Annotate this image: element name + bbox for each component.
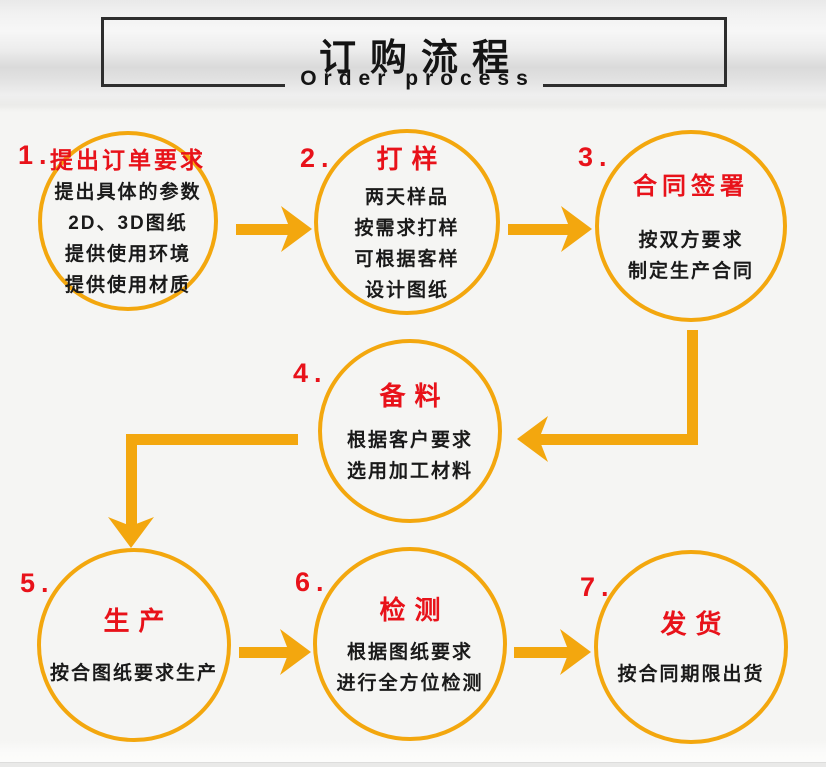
step-number-4: 4.: [293, 358, 328, 388]
step-detail-line: 提供使用材质: [64, 275, 191, 296]
arrow-step5-to-step6-icon: [239, 629, 311, 675]
step-detail-line: 按需求打样: [354, 217, 460, 239]
step-detail-line: 选用加工材料: [346, 460, 473, 482]
step-number-3: 3.: [578, 142, 613, 172]
arrow-step4-to-step5-elbow-icon: [108, 434, 298, 548]
page-subtitle: Order process: [300, 67, 535, 90]
step-title-3: 合同签署: [633, 172, 749, 200]
step-number-6: 6.: [295, 567, 330, 597]
arrow-step6-to-step7-icon: [514, 629, 591, 675]
step-detail-line: 根据客户要求: [346, 429, 473, 451]
step-circle-3: 合同签署 按双方要求 制定生产合同: [595, 130, 787, 322]
step-circle-5: 生产 按合图纸要求生产: [37, 548, 231, 742]
page-title: 订购流程: [319, 37, 523, 78]
title-box: 订购流程 Order process: [101, 17, 727, 90]
step-detail-line: 提出具体的参数: [54, 182, 202, 203]
step-number-1: 1.: [18, 140, 53, 170]
arrow-step3-to-step4-elbow-icon: [517, 330, 698, 462]
title-border-segment-left: [101, 84, 285, 87]
step-number-5: 5.: [20, 568, 55, 598]
step-title-2: 打样: [376, 143, 447, 174]
bottom-strip: [0, 762, 826, 767]
step-detail-line: 制定生产合同: [627, 260, 754, 282]
step-circle-4: 备料 根据客户要求 选用加工材料: [318, 339, 502, 523]
title-border-segment-right: [543, 84, 727, 87]
step-number-7: 7.: [580, 572, 615, 602]
arrow-step2-to-step3-icon: [508, 206, 592, 252]
step-detail-line: 按合图纸要求生产: [49, 663, 218, 684]
step-detail-line: 根据图纸要求: [346, 641, 473, 663]
step-detail-line: 进行全方位检测: [336, 672, 484, 694]
step-circle-2: 打样 两天样品 按需求打样 可根据客样 设计图纸: [314, 129, 500, 315]
step-circle-7: 发货 按合同期限出货: [594, 550, 788, 744]
step-detail-line: 按双方要求: [638, 229, 744, 251]
arrow-step1-to-step2-icon: [236, 206, 312, 252]
step-title-4: 备料: [379, 380, 450, 411]
step-detail-line: 提供使用环境: [64, 244, 191, 265]
step-title-5: 生产: [103, 606, 174, 636]
step-detail-line: 两天样品: [364, 186, 449, 208]
step-circle-1: 提出订单要求 提出具体的参数 2D、3D图纸 提供使用环境 提供使用材质: [38, 131, 218, 311]
step-number-2: 2.: [300, 143, 335, 173]
step-detail-line: 设计图纸: [364, 279, 449, 301]
bottom-gradient-band: [0, 740, 826, 762]
step-circle-6: 检测 根据图纸要求 进行全方位检测: [313, 547, 507, 741]
step-title-7: 发货: [660, 609, 731, 639]
step-detail-line: 可根据客样: [354, 248, 460, 270]
step-detail-line: 按合同期限出货: [617, 664, 765, 685]
step-detail-line: 2D、3D图纸: [68, 213, 188, 234]
step-title-6: 检测: [379, 594, 450, 625]
step-title-1: 提出订单要求: [50, 147, 206, 173]
